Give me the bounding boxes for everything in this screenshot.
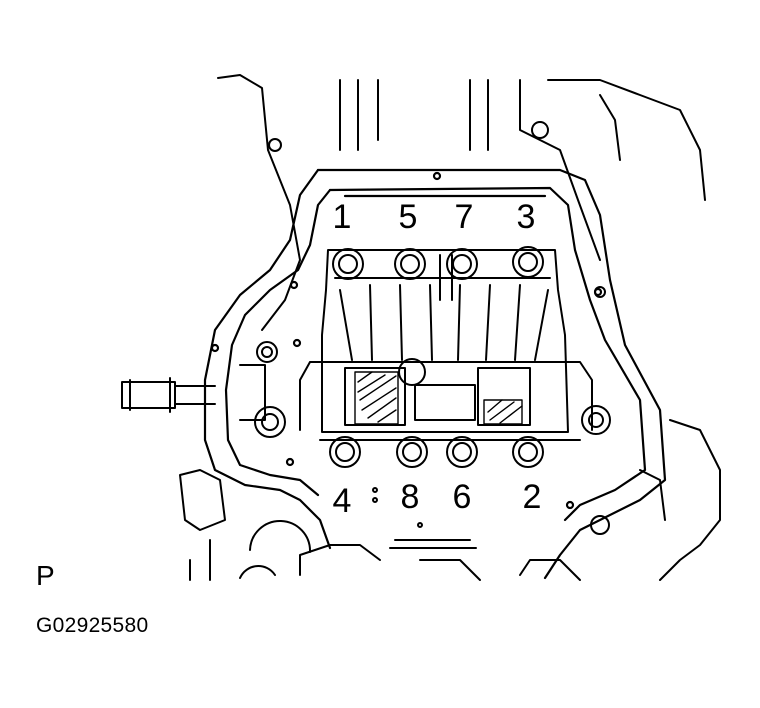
bolt-2-head [512,436,544,468]
bolt-label-6: 6 [452,478,472,516]
bolt-label-8: 8 [400,478,420,516]
engine-block-outline [179,74,721,581]
inlet-pipe [121,364,266,421]
bolt-label-4: 4 [332,482,352,520]
bolt-label-7: 7 [454,198,474,236]
view-letter-label: P [36,560,55,591]
lower-crankcase-details [239,487,477,579]
bolt-8-head [396,436,428,468]
bolt-6-head [446,436,478,468]
bolt-5-head [394,248,426,280]
bolt-label-3: 3 [516,198,536,236]
bolt-label-1: 1 [332,198,352,236]
bolt-1-head [332,248,364,280]
oil-pan-outline [203,168,667,580]
figure-id-label: G02925580 [36,614,149,637]
hatched-pads [354,371,523,425]
bolt-3-head [512,246,544,278]
bolt-label-2: 2 [522,478,542,516]
bolt-7-head [446,248,478,280]
bolt-label-5: 5 [398,198,418,236]
bottom-bolt-row [329,436,544,468]
bolt-4-head [329,436,361,468]
side-bosses [254,341,611,438]
top-bolt-row [332,246,544,280]
